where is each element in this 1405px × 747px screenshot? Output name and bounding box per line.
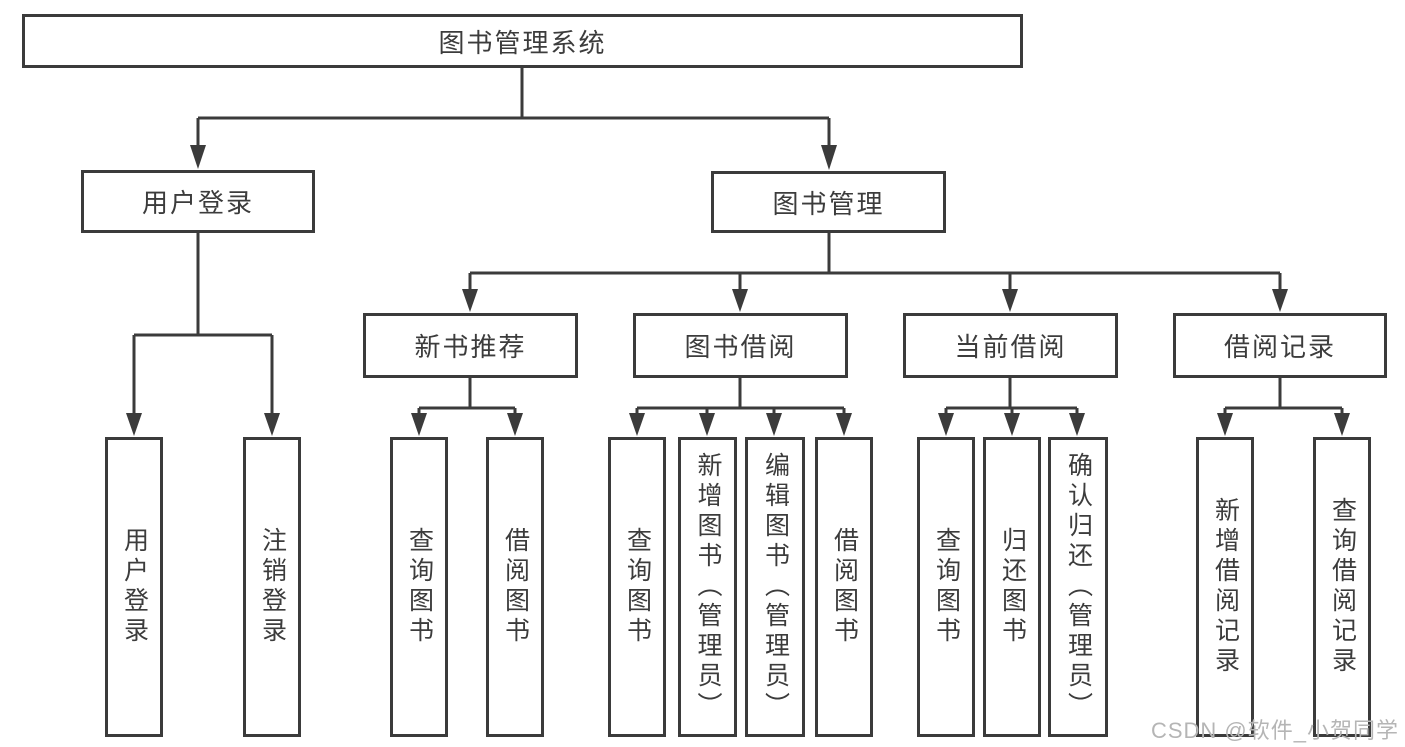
node-new-book-recommend-label: 新书推荐 <box>414 332 527 362</box>
leaf-add-books-admin: 新增图书（管理员） <box>678 437 737 737</box>
node-new-book-recommend: 新书推荐 <box>363 313 578 378</box>
leaf-user-login-label: 用户登录 <box>120 527 149 647</box>
leaf-edit-books-admin: 编辑图书（管理员） <box>745 437 805 737</box>
leaf-query-books-current-label: 查询图书 <box>932 527 961 647</box>
leaf-user-login: 用户登录 <box>105 437 163 737</box>
leaf-borrow-books-recommend: 借阅图书 <box>486 437 544 737</box>
node-user-login: 用户登录 <box>81 170 315 233</box>
leaf-query-books-recommend: 查询图书 <box>390 437 448 737</box>
node-root-system: 图书管理系统 <box>22 14 1023 68</box>
leaf-query-books-borrowing-label: 查询图书 <box>623 527 652 647</box>
leaf-add-borrow-record: 新增借阅记录 <box>1196 437 1254 737</box>
leaf-logout: 注销登录 <box>243 437 301 737</box>
leaf-query-books-borrowing: 查询图书 <box>608 437 666 737</box>
node-user-login-label: 用户登录 <box>141 188 254 218</box>
leaf-query-borrow-record: 查询借阅记录 <box>1313 437 1371 737</box>
leaf-query-books-current: 查询图书 <box>917 437 975 737</box>
node-book-management-label: 图书管理 <box>772 188 885 219</box>
leaf-query-borrow-record-label: 查询借阅记录 <box>1328 497 1357 677</box>
leaf-return-books: 归还图书 <box>983 437 1041 737</box>
node-book-management: 图书管理 <box>711 171 946 233</box>
leaf-confirm-return-admin-label: 确认归还（管理员） <box>1064 452 1093 722</box>
csdn-watermark: CSDN @软件_小贺同学 <box>1150 718 1399 743</box>
node-book-borrowing-label: 图书借阅 <box>684 332 797 362</box>
node-current-borrowing: 当前借阅 <box>903 313 1118 378</box>
leaf-confirm-return-admin: 确认归还（管理员） <box>1048 437 1108 737</box>
leaf-query-books-recommend-label: 查询图书 <box>405 527 434 647</box>
leaf-return-books-label: 归还图书 <box>998 527 1027 647</box>
node-root-system-label: 图书管理系统 <box>438 27 607 58</box>
node-book-borrowing: 图书借阅 <box>633 313 848 378</box>
leaf-edit-books-admin-label: 编辑图书（管理员） <box>761 452 790 722</box>
leaf-borrow-books-borrowing-label: 借阅图书 <box>830 527 859 647</box>
leaf-add-books-admin-label: 新增图书（管理员） <box>694 452 722 722</box>
leaf-borrow-books-recommend-label: 借阅图书 <box>501 527 530 647</box>
node-borrowing-records: 借阅记录 <box>1173 313 1387 378</box>
node-current-borrowing-label: 当前借阅 <box>954 332 1067 362</box>
leaf-add-borrow-record-label: 新增借阅记录 <box>1211 497 1240 677</box>
leaf-logout-label: 注销登录 <box>258 527 287 647</box>
leaf-borrow-books-borrowing: 借阅图书 <box>815 437 873 737</box>
node-borrowing-records-label: 借阅记录 <box>1223 332 1336 362</box>
